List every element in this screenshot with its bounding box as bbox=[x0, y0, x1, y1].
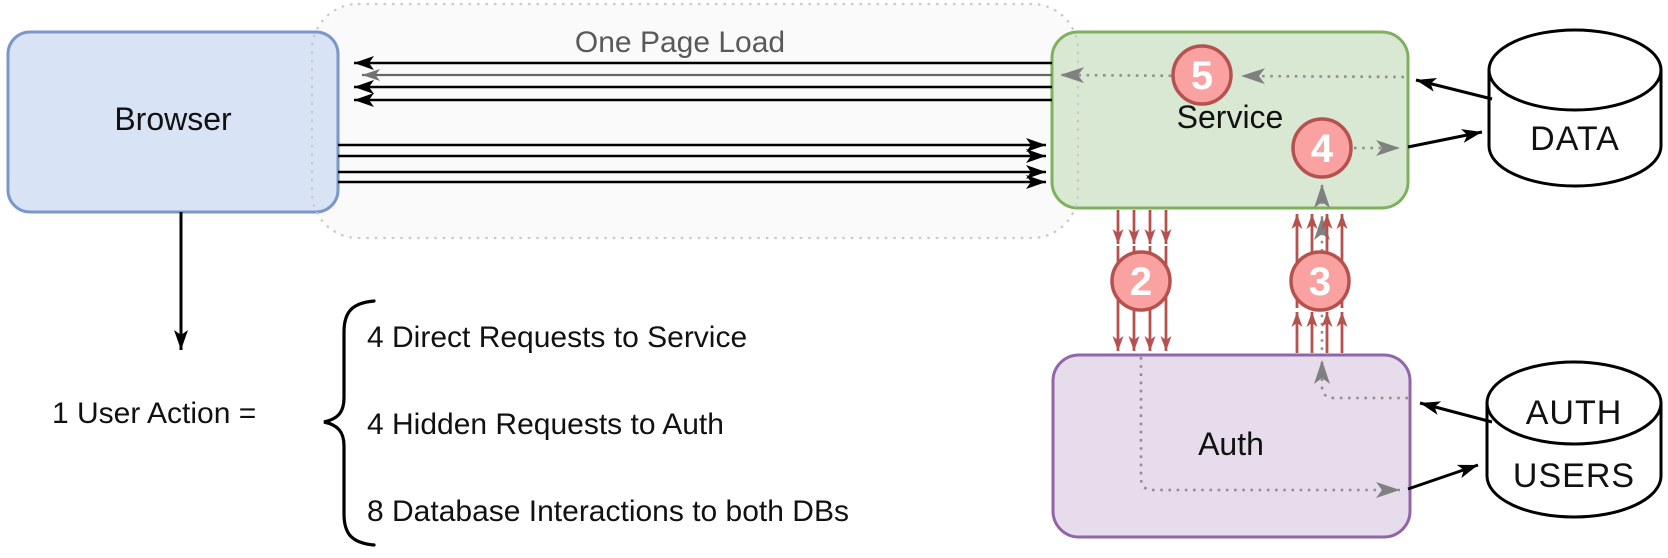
step-2-label: 2 bbox=[1130, 260, 1152, 304]
data-cylinder-label: DATA bbox=[1530, 120, 1620, 158]
auth-users-label-auth: AUTH bbox=[1526, 394, 1623, 432]
legend-brace bbox=[323, 299, 376, 547]
auth-label: Auth bbox=[1198, 426, 1264, 462]
data-cylinder-top bbox=[1487, 28, 1663, 112]
auth-users-cylinder bbox=[1485, 360, 1663, 519]
auth-users-cylinder-top bbox=[1485, 360, 1663, 446]
step-4-label: 4 bbox=[1311, 127, 1334, 171]
data-cylinder bbox=[1487, 28, 1663, 188]
browser-box bbox=[6, 30, 340, 214]
step-circle-2 bbox=[1110, 250, 1172, 312]
step-5-label: 5 bbox=[1191, 54, 1213, 98]
auth-users-label-users: USERS bbox=[1513, 457, 1635, 495]
authdb-to-auth-arrow bbox=[1419, 401, 1493, 424]
service-label: Service bbox=[1177, 99, 1284, 135]
data-to-service-arrow bbox=[1415, 78, 1493, 101]
step-circle-3 bbox=[1289, 250, 1351, 312]
one-page-load-label: One Page Load bbox=[575, 26, 785, 59]
step-circle-4 bbox=[1291, 117, 1353, 179]
auth-to-authdb-arrow bbox=[1407, 463, 1479, 491]
request-arrows-browser-to-service bbox=[338, 138, 1046, 189]
legend-item-hidden-requests: 4 Hidden Requests to Auth bbox=[367, 408, 724, 441]
browser-label: Browser bbox=[114, 101, 232, 137]
dotted-flow-authdb-into-auth bbox=[1314, 360, 1408, 400]
legend-item-db-interactions: 8 Database Interactions to both DBs bbox=[367, 495, 849, 528]
service-to-data-arrow bbox=[1407, 129, 1483, 149]
legend-item-direct-requests: 4 Direct Requests to Service bbox=[367, 321, 747, 354]
response-arrows-service-to-browser bbox=[354, 56, 1052, 107]
dotted-flow-data-to-step5 bbox=[1240, 68, 1405, 85]
one-page-load-border bbox=[310, 2, 1080, 240]
step-3-label: 3 bbox=[1309, 260, 1331, 304]
legend-lhs: 1 User Action = bbox=[52, 397, 256, 430]
dotted-flow-auth-to-authdb bbox=[1139, 357, 1400, 498]
step-circle-5 bbox=[1171, 44, 1233, 106]
